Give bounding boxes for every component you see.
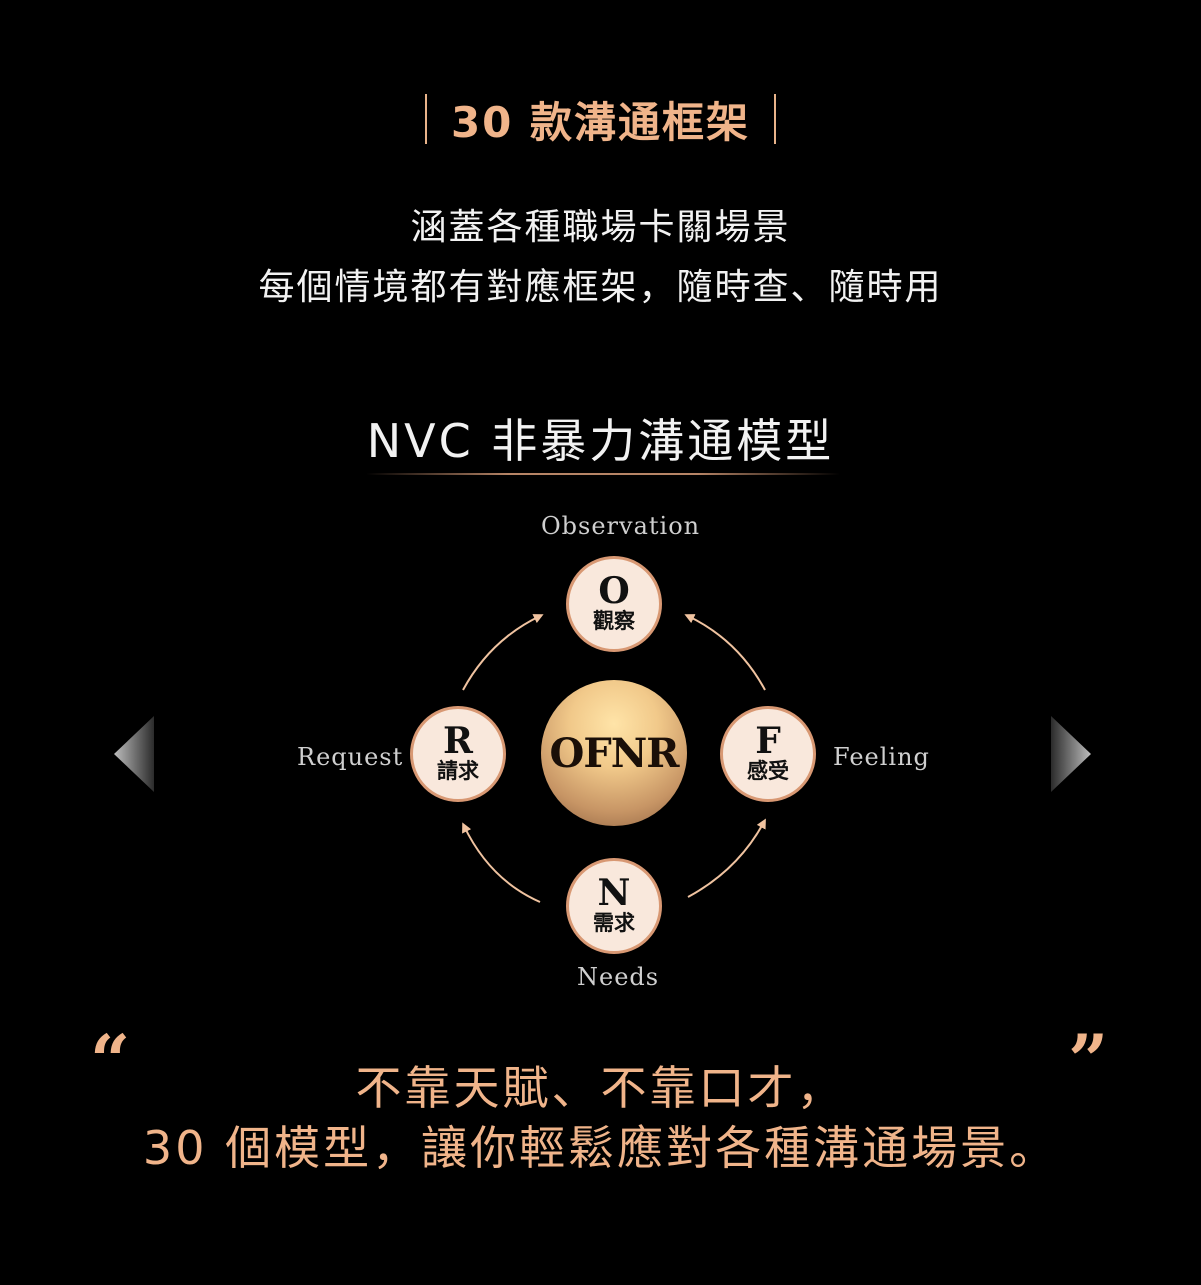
node-observation: O 觀察 [566, 556, 662, 652]
prev-arrow-icon[interactable] [112, 714, 162, 794]
arrow-feeling-to-observation [684, 614, 766, 691]
header-left-bar [424, 94, 427, 144]
label-observation: Observation [541, 512, 701, 540]
node-request-zh: 請求 [437, 759, 479, 783]
next-arrow-icon[interactable] [1045, 714, 1095, 794]
center-label: OFNR [549, 729, 679, 777]
close-quote-mark: ” [1068, 1019, 1109, 1102]
node-needs-letter: N [597, 872, 631, 914]
model-title: NVC 非暴力溝通模型 [366, 414, 835, 468]
subtitle-line-1: 涵蓋各種職場卡關場景 [410, 207, 791, 248]
header-title: 30 款溝通框架 [450, 97, 751, 147]
arrow-needs-to-feeling [687, 818, 766, 898]
node-request-letter: R [443, 720, 473, 762]
node-request: R 請求 [410, 706, 506, 802]
node-feeling: F 感受 [720, 706, 816, 802]
node-observation-letter: O [598, 570, 630, 612]
label-feeling: Feeling [833, 743, 930, 771]
node-needs: N 需求 [566, 858, 662, 954]
label-request: Request [297, 743, 404, 771]
quote-line-1: 不靠天賦、不靠口才， [355, 1061, 846, 1115]
quote-line-2: 30 個模型，讓你輕鬆應對各種溝通場景。 [142, 1121, 1059, 1175]
node-feeling-zh: 感受 [747, 759, 789, 783]
node-feeling-letter: F [755, 720, 781, 762]
section-header: 30 款溝通框架 [0, 84, 1201, 154]
node-needs-zh: 需求 [593, 911, 635, 935]
center-node-ofnr: OFNR [541, 680, 687, 826]
label-needs: Needs [577, 963, 660, 991]
header-right-bar [774, 94, 777, 144]
arrow-needs-to-request [462, 822, 541, 903]
subtitle-line-2: 每個情境都有對應框架，隨時查、隨時用 [258, 267, 943, 308]
node-observation-zh: 觀察 [593, 609, 635, 633]
model-title-underline [366, 473, 840, 475]
arrow-request-to-observation [462, 614, 544, 691]
open-quote-mark: “ [90, 1019, 131, 1102]
